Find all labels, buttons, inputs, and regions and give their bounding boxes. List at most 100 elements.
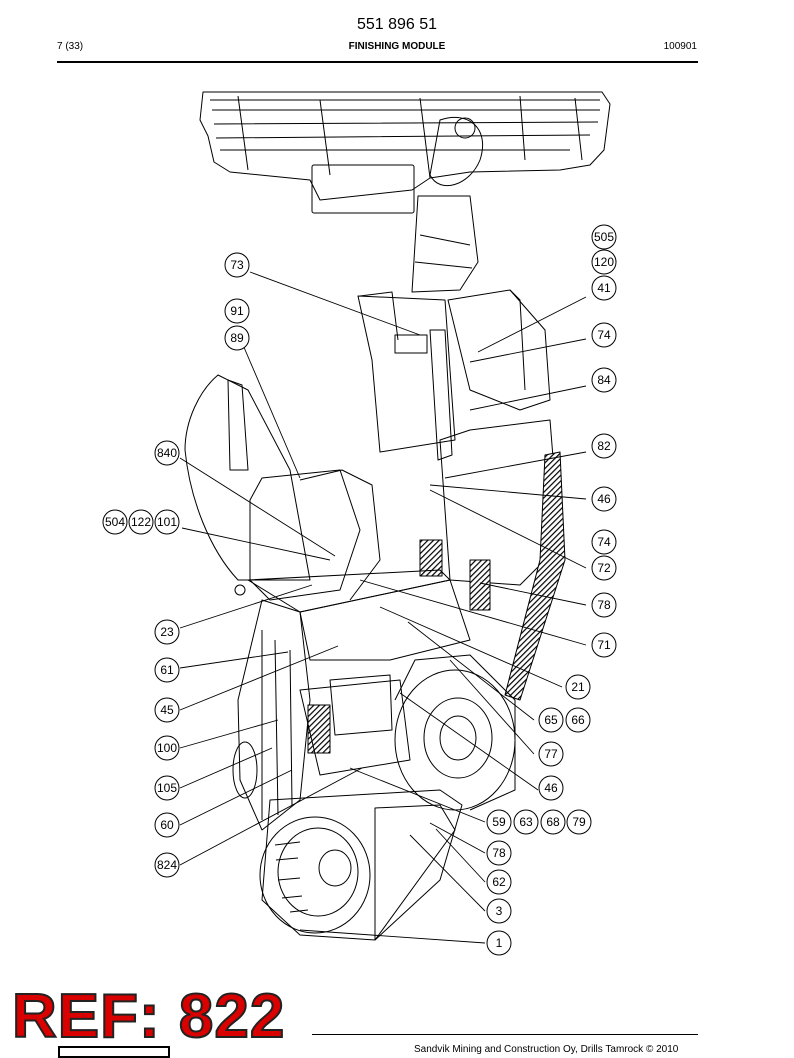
callout-label: 63 bbox=[519, 815, 533, 829]
callout-circle bbox=[591, 486, 617, 512]
callout-504: 504 bbox=[102, 509, 128, 535]
callout-label: 71 bbox=[597, 638, 611, 652]
callout-label: 91 bbox=[230, 304, 244, 318]
callout-60: 60 bbox=[154, 812, 180, 838]
callout-label: 59 bbox=[492, 815, 506, 829]
callout-71: 71 bbox=[591, 632, 617, 658]
callout-circle bbox=[591, 275, 617, 301]
callout-circle bbox=[154, 852, 180, 878]
callout-circle bbox=[538, 741, 564, 767]
callout-circle bbox=[486, 809, 512, 835]
callout-label: 72 bbox=[597, 561, 611, 575]
callout-77: 77 bbox=[538, 741, 564, 767]
callout-46: 46 bbox=[591, 486, 617, 512]
callout-label: 68 bbox=[546, 815, 560, 829]
callout-circle bbox=[565, 707, 591, 733]
callout-circle bbox=[486, 840, 512, 866]
callout-label: 82 bbox=[597, 439, 611, 453]
callout-72: 72 bbox=[591, 555, 617, 581]
callout-78: 78 bbox=[591, 592, 617, 618]
callout-label: 504 bbox=[105, 515, 125, 529]
callout-circle bbox=[486, 869, 512, 895]
callout-68: 68 bbox=[540, 809, 566, 835]
callout-label: 105 bbox=[157, 781, 177, 795]
callout-circle bbox=[538, 775, 564, 801]
callout-122: 122 bbox=[128, 509, 154, 535]
callout-74: 74 bbox=[591, 529, 617, 555]
date-code: 100901 bbox=[663, 41, 697, 52]
callout-circle bbox=[154, 657, 180, 683]
callout-label: 505 bbox=[594, 230, 614, 244]
section-title: FINISHING MODULE bbox=[348, 41, 446, 52]
callout-91: 91 bbox=[224, 298, 250, 324]
callout-100: 100 bbox=[154, 735, 180, 761]
callout-label: 89 bbox=[230, 331, 244, 345]
callout-label: 84 bbox=[597, 373, 611, 387]
callout-label: 77 bbox=[544, 747, 558, 761]
callout-circle bbox=[154, 735, 180, 761]
callout-label: 21 bbox=[571, 680, 585, 694]
callout-label: 62 bbox=[492, 875, 506, 889]
callout-label: 73 bbox=[230, 258, 244, 272]
callout-circle bbox=[538, 707, 564, 733]
callout-79: 79 bbox=[566, 809, 592, 835]
callout-78: 78 bbox=[486, 840, 512, 866]
callout-circle bbox=[154, 440, 180, 466]
callout-label: 3 bbox=[496, 904, 503, 918]
callout-circle bbox=[154, 697, 180, 723]
callout-label: 1 bbox=[496, 936, 503, 950]
callout-circle bbox=[224, 298, 250, 324]
callout-circle bbox=[591, 529, 617, 555]
callout-circle bbox=[591, 433, 617, 459]
callout-89: 89 bbox=[224, 325, 250, 351]
callout-505: 505 bbox=[591, 224, 617, 250]
callout-1: 1 bbox=[486, 930, 512, 956]
callout-63: 63 bbox=[513, 809, 539, 835]
callout-label: 46 bbox=[597, 492, 611, 506]
manufacturer-logo bbox=[58, 1046, 170, 1058]
footer-copyright: Sandvik Mining and Construction Oy, Dril… bbox=[414, 1044, 679, 1055]
page-index: 7 (33) bbox=[57, 41, 84, 52]
callout-label: 41 bbox=[597, 281, 611, 295]
callout-41: 41 bbox=[591, 275, 617, 301]
callout-label: 78 bbox=[597, 598, 611, 612]
callout-circle bbox=[513, 809, 539, 835]
callout-circle bbox=[486, 930, 512, 956]
document-number: 551 896 51 bbox=[356, 16, 438, 33]
callout-66: 66 bbox=[565, 707, 591, 733]
callout-label: 79 bbox=[572, 815, 586, 829]
callout-label: 60 bbox=[160, 818, 174, 832]
callout-label: 100 bbox=[157, 741, 177, 755]
callout-circle bbox=[591, 224, 617, 250]
callout-61: 61 bbox=[154, 657, 180, 683]
callout-label: 61 bbox=[160, 663, 174, 677]
callout-label: 120 bbox=[594, 255, 614, 269]
machine-outline bbox=[184, 91, 611, 941]
callout-840: 840 bbox=[154, 440, 180, 466]
callout-circle bbox=[102, 509, 128, 535]
callout-65: 65 bbox=[538, 707, 564, 733]
callout-21: 21 bbox=[565, 674, 591, 700]
callout-120: 120 bbox=[591, 249, 617, 275]
callout-circle bbox=[591, 322, 617, 348]
callout-circle bbox=[154, 812, 180, 838]
callout-62: 62 bbox=[486, 869, 512, 895]
callout-101: 101 bbox=[154, 509, 180, 535]
callout-circle bbox=[591, 632, 617, 658]
callout-circle bbox=[566, 809, 592, 835]
callout-824: 824 bbox=[154, 852, 180, 878]
footer-divider bbox=[312, 1034, 698, 1035]
callout-label: 23 bbox=[160, 625, 174, 639]
callout-label: 46 bbox=[544, 781, 558, 795]
callout-circle bbox=[591, 367, 617, 393]
callout-105: 105 bbox=[154, 775, 180, 801]
callout-23: 23 bbox=[154, 619, 180, 645]
callout-label: 824 bbox=[157, 858, 177, 872]
callout-label: 74 bbox=[597, 535, 611, 549]
callout-circle bbox=[591, 249, 617, 275]
callout-circle bbox=[154, 619, 180, 645]
callout-label: 101 bbox=[157, 515, 177, 529]
callout-46: 46 bbox=[538, 775, 564, 801]
